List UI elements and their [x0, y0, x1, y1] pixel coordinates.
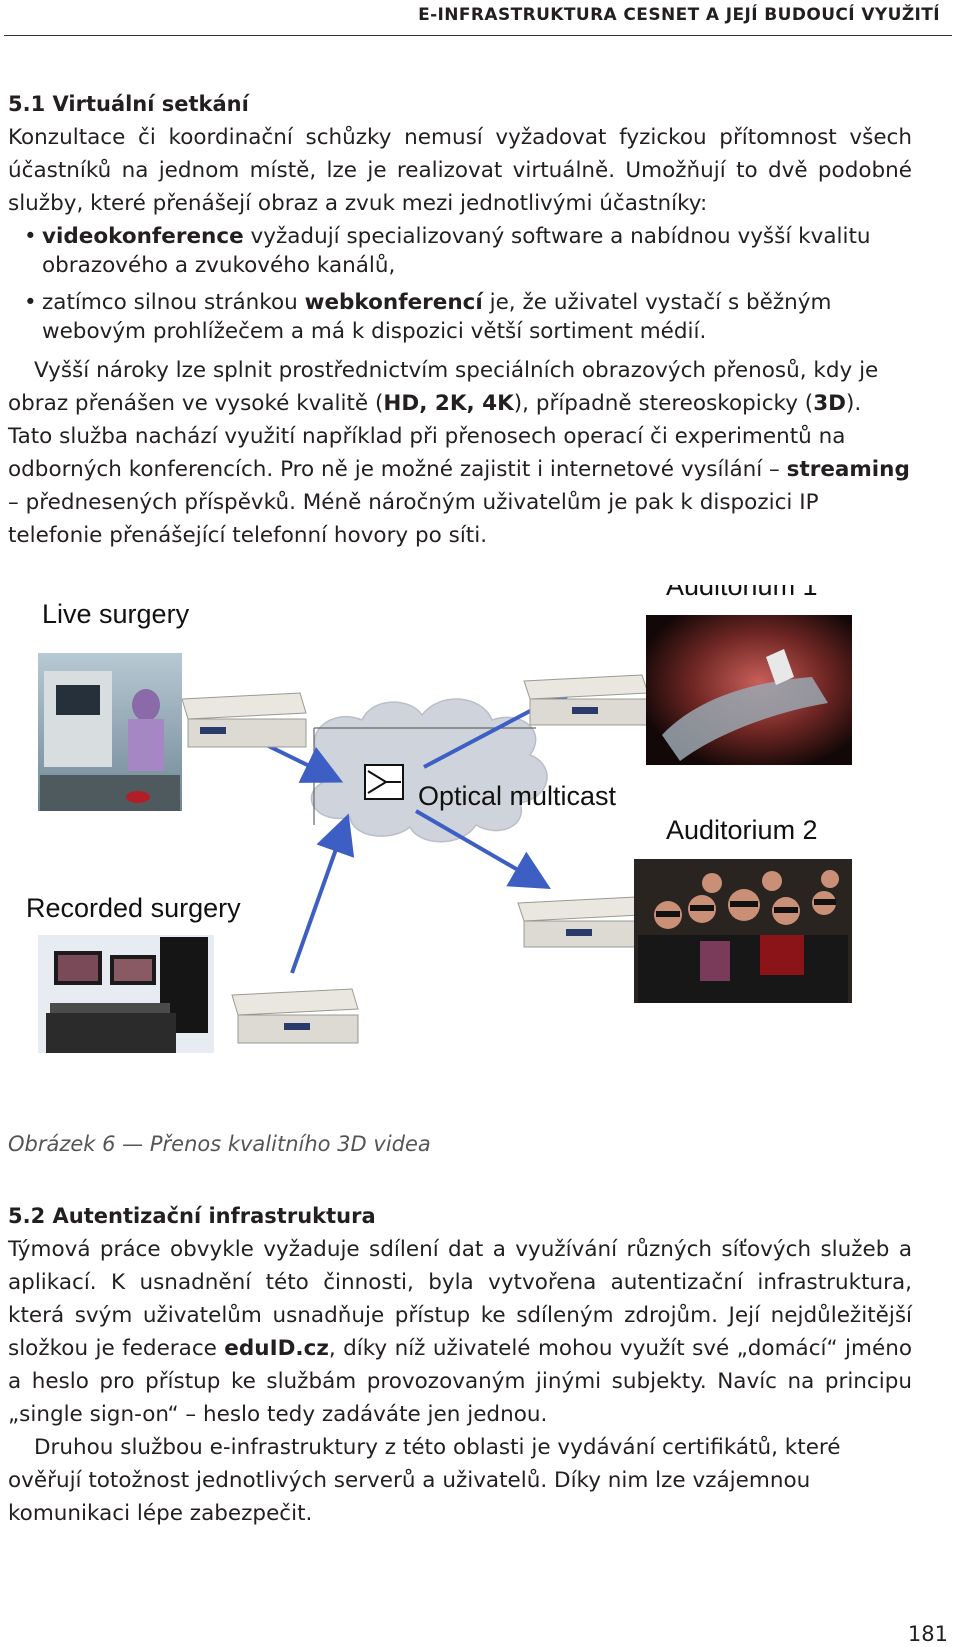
bullet-item-videokonference: videokonference vyžadují specializovaný … [8, 222, 912, 280]
page-number: 181 [907, 1622, 948, 1646]
term-eduid: eduID.cz [224, 1336, 329, 1361]
figure-3d-video: Optical multicast [0, 571, 960, 1115]
section-5-2: 5.2 Autentizační infrastruktura Týmová p… [8, 1200, 912, 1530]
encoder-device-aud2 [517, 896, 643, 948]
arrow-cloud-to-aud2 [414, 809, 551, 890]
encoder-device-aud1 [523, 674, 649, 726]
photo-live-surgery [38, 653, 182, 811]
photo-recorded-surgery [38, 935, 214, 1053]
paragraph-certificates: Druhou službou e-infrastruktury z této o… [8, 1435, 841, 1526]
term-webkonference: webkonferencí [304, 290, 483, 315]
section-heading: 5.1 Virtuální setkání [8, 92, 249, 116]
label-auditorium-2: Auditorium 2 [666, 815, 818, 845]
paragraph-auth-infrastructure: Týmová práce obvykle vyžaduje sdílení da… [8, 1237, 912, 1427]
figure-diagram: Optical multicast [26, 571, 852, 1053]
encoder-device-recorded [231, 988, 359, 1044]
section-5-1: 5.1 Virtuální setkání Konzultace či koor… [8, 88, 912, 552]
section-heading: 5.2 Autentizační infrastruktura [8, 1204, 376, 1228]
label-recorded-surgery: Recorded surgery [26, 893, 241, 923]
page-header: E-INFRASTRUKTURA CESNET A JEJÍ BUDOUCÍ V… [0, 0, 960, 40]
running-title: E-INFRASTRUKTURA CESNET A JEJÍ BUDOUCÍ V… [418, 5, 940, 25]
label-optical-multicast: Optical multicast [418, 781, 617, 811]
encoder-device-live [181, 692, 307, 748]
header-rule [4, 35, 952, 36]
bullet-list: videokonference vyžadují specializovaný … [8, 222, 912, 346]
arrow-recorded-to-cloud [290, 813, 355, 974]
photo-auditorium-1 [646, 615, 852, 765]
photo-auditorium-2 [634, 859, 852, 1003]
label-live-surgery: Live surgery [42, 599, 190, 629]
intro-paragraph: Konzultace či koordinační schůzky nemusí… [8, 125, 912, 216]
figure-caption: Obrázek 6 — Přenos kvalitního 3D videa [8, 1132, 431, 1156]
term-videokonference: videokonference [42, 224, 244, 249]
paragraph-high-quality: Vyšší nároky lze splnit prostřednictvím … [8, 358, 910, 548]
bullet-item-webkonference: zatímco silnou stránkou webkonferencí je… [8, 288, 912, 346]
label-auditorium-1: Auditorium 1 [666, 585, 818, 601]
